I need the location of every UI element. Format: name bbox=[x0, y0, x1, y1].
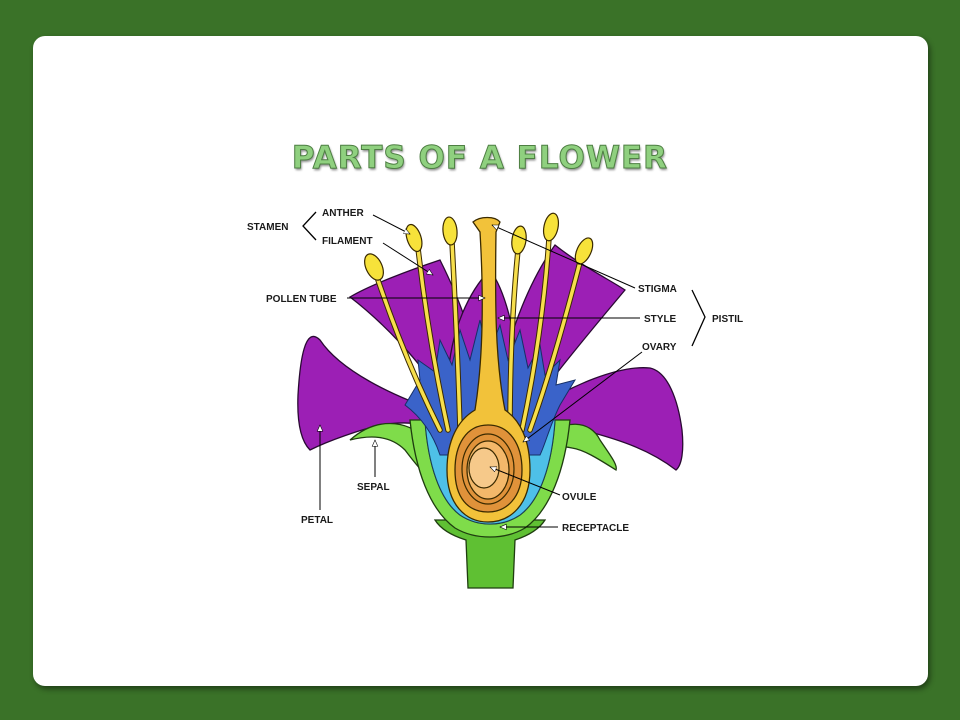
labels: STAMEN ANTHER FILAMENT POLLEN TUBE STIGM… bbox=[247, 208, 743, 534]
anther bbox=[442, 216, 458, 246]
label-anther: ANTHER bbox=[322, 208, 364, 219]
arrow-anther bbox=[372, 214, 410, 235]
pointer-arrows bbox=[320, 214, 643, 527]
filaments bbox=[375, 235, 583, 433]
label-sepal: SEPAL bbox=[357, 482, 390, 493]
stem bbox=[433, 519, 547, 589]
stamen-bracket bbox=[302, 211, 317, 241]
anther bbox=[574, 237, 594, 265]
label-style: STYLE bbox=[644, 314, 677, 325]
label-pollen-tube: POLLEN TUBE bbox=[266, 294, 337, 305]
arrow-ovary bbox=[523, 351, 643, 442]
anther bbox=[542, 212, 560, 242]
slide-title: PARTS OF A FLOWER bbox=[291, 140, 669, 177]
anther bbox=[405, 223, 423, 253]
anthers bbox=[364, 212, 594, 281]
label-ovary: OVARY bbox=[642, 342, 677, 353]
ovary-layer bbox=[461, 433, 515, 505]
pistil-bracket bbox=[691, 289, 706, 347]
anther bbox=[511, 225, 527, 255]
label-ovule: OVULE bbox=[562, 492, 597, 503]
label-receptacle: RECEPTACLE bbox=[562, 523, 629, 534]
label-pistil: PISTIL bbox=[712, 314, 743, 325]
label-stamen: STAMEN bbox=[247, 222, 288, 233]
arrow-stigma bbox=[492, 224, 636, 289]
arrow-ovule bbox=[490, 467, 561, 496]
arrow-filament bbox=[382, 242, 433, 276]
ovule bbox=[468, 447, 500, 489]
label-stigma: STIGMA bbox=[638, 284, 677, 295]
anther bbox=[364, 253, 384, 281]
label-petal: PETAL bbox=[301, 515, 333, 526]
label-filament: FILAMENT bbox=[322, 236, 373, 247]
